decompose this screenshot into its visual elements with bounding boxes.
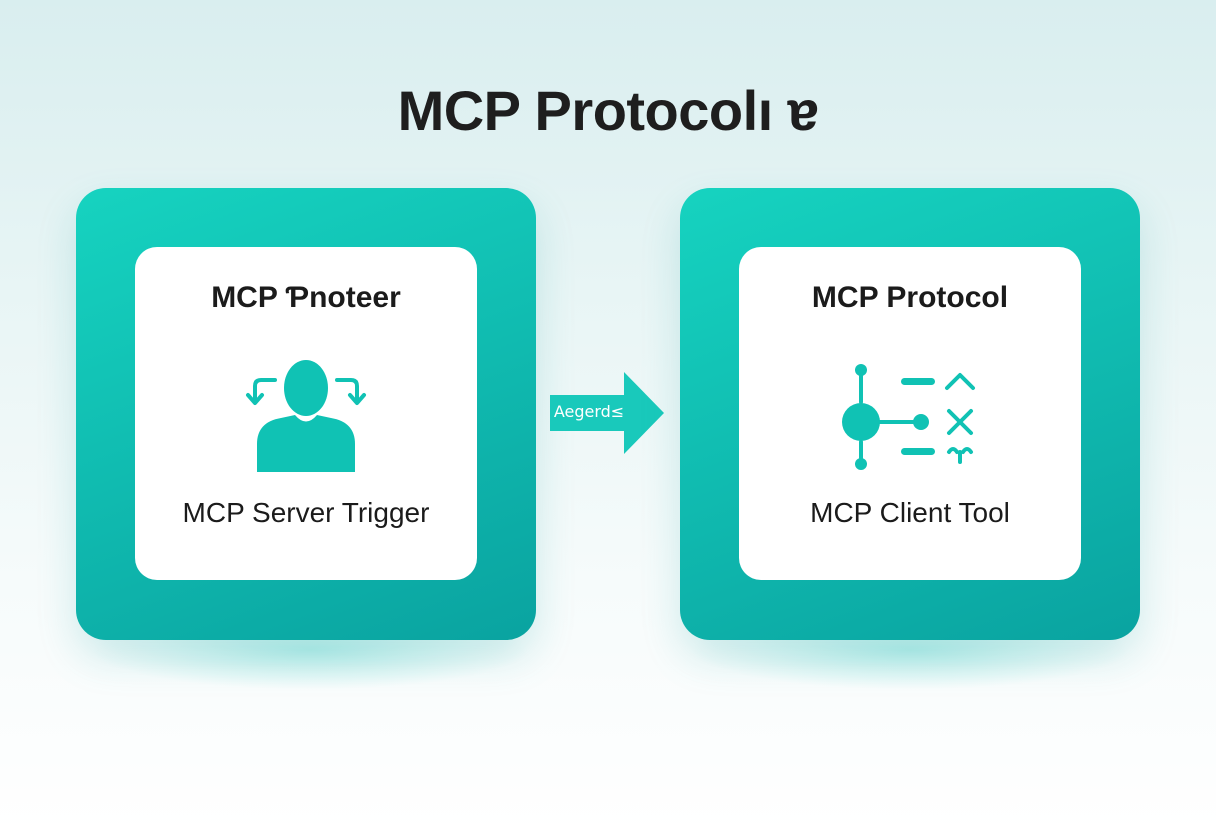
tool-nodes-icon xyxy=(842,364,975,470)
server-trigger-card-caption: MCP Server Trigger xyxy=(182,497,430,528)
client-tool-card: MCP Protocol xyxy=(680,188,1140,640)
connector-label: Aegerd≤ xyxy=(553,402,625,421)
server-trigger-card-panel: MCP Ƥnoteer MCP Server Trigger xyxy=(135,247,477,580)
client-tool-card-panel: MCP Protocol xyxy=(739,247,1081,580)
server-trigger-card: MCP Ƥnoteer MCP Server Trigger xyxy=(76,188,536,640)
server-trigger-card-heading: MCP Ƥnoteer xyxy=(211,281,401,314)
user-sync-icon xyxy=(246,360,366,472)
client-tool-card-caption: MCP Client Tool xyxy=(810,497,1010,528)
client-tool-card-heading: MCP Protocol xyxy=(811,281,1009,314)
arrow-right-icon xyxy=(550,372,664,454)
page-title: MCP Protocolı ɐ xyxy=(397,79,819,142)
